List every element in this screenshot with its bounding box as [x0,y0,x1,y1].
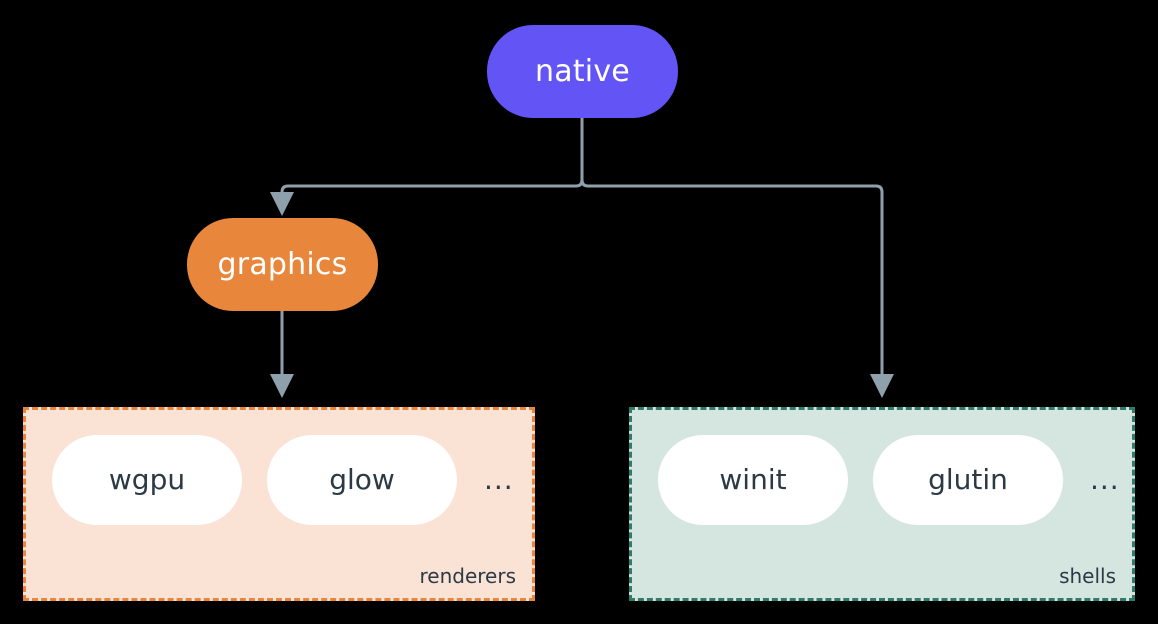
group-renderers-caption: renderers [419,564,517,588]
group-renderers-items: wgpu glow ... [52,435,514,525]
chip-winit-label: winit [719,463,787,496]
chip-wgpu[interactable]: wgpu [52,435,242,525]
chip-wgpu-label: wgpu [108,463,186,496]
chip-winit[interactable]: winit [658,435,848,525]
edge-native-to-shells [580,170,894,398]
shells-overflow-ellipsis: ... [1090,463,1120,496]
chip-glutin-label: glutin [928,463,1008,496]
node-native-label: native [535,53,630,89]
node-graphics-label: graphics [217,246,348,282]
chip-glutin[interactable]: glutin [873,435,1063,525]
group-renderers[interactable]: wgpu glow ... renderers [23,407,535,601]
group-shells-caption: shells [1059,564,1116,588]
group-shells-items: winit glutin ... [658,435,1120,525]
chip-glow[interactable]: glow [267,435,457,525]
chip-glow-label: glow [329,463,395,496]
edge-native-to-graphics [270,170,584,216]
group-shells[interactable]: winit glutin ... shells [629,407,1135,601]
node-native[interactable]: native [487,25,678,118]
renderers-overflow-ellipsis: ... [484,463,514,496]
node-graphics[interactable]: graphics [187,218,378,311]
